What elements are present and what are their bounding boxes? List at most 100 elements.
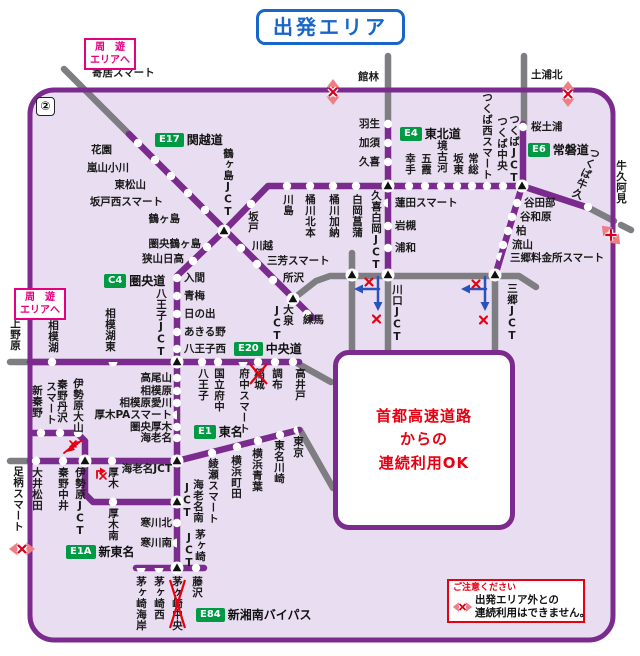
direction-arrowhead bbox=[480, 302, 490, 311]
no-connection-diamond bbox=[561, 81, 575, 90]
ic-dot bbox=[282, 181, 292, 191]
ic-dot bbox=[328, 181, 338, 191]
no-connection-x bbox=[328, 87, 338, 97]
ic-dot bbox=[383, 157, 393, 167]
jct-triangle-icon bbox=[347, 270, 357, 279]
ic-dot bbox=[191, 563, 201, 573]
ic-dot bbox=[252, 259, 262, 269]
ic-dot bbox=[200, 205, 210, 215]
ic-dot bbox=[518, 122, 528, 132]
ic-dot bbox=[232, 442, 242, 452]
loop-area-link-top[interactable]: 周 遊 エリアへ bbox=[84, 38, 136, 70]
jct-triangle-icon bbox=[172, 456, 182, 465]
smart-ic-half-dot bbox=[172, 410, 177, 420]
jct-triangle-icon bbox=[172, 563, 182, 572]
ic-dot bbox=[133, 138, 143, 148]
ic-dot bbox=[383, 221, 393, 231]
ic-dot bbox=[305, 181, 315, 191]
ic-dot bbox=[150, 155, 160, 165]
ic-dot bbox=[166, 171, 176, 181]
ic-dot bbox=[58, 456, 68, 466]
ic-dot bbox=[213, 357, 223, 367]
ic-dot bbox=[467, 181, 477, 191]
ic-dot bbox=[270, 357, 280, 367]
ic-dot bbox=[507, 212, 517, 222]
no-connection-x bbox=[17, 544, 27, 554]
ic-dot bbox=[436, 181, 446, 191]
smart-ic-half-dot bbox=[238, 362, 248, 367]
ic-dot bbox=[268, 275, 278, 285]
prohibited-arrowhead bbox=[100, 467, 106, 475]
no-connection-diamond bbox=[26, 542, 35, 556]
ic-dot bbox=[172, 518, 182, 528]
connector-road bbox=[296, 426, 337, 492]
expressway-road bbox=[81, 457, 181, 506]
smart-ic-half-dot bbox=[136, 568, 146, 573]
loop-area-link-line: 周 遊 bbox=[95, 42, 125, 53]
direction-arrowhead bbox=[354, 284, 363, 294]
ic-dot bbox=[246, 199, 256, 209]
notice-box: ご注意ください 出発エリア外との 連続利用はできません。 bbox=[447, 579, 590, 623]
ic-dot bbox=[482, 181, 492, 191]
ic-dot bbox=[188, 256, 198, 266]
jct-triangle-icon bbox=[80, 456, 90, 465]
smart-ic-half-dot bbox=[293, 425, 300, 435]
prohibited-mark bbox=[69, 440, 77, 448]
ic-dot bbox=[512, 198, 522, 208]
ic-dot bbox=[503, 226, 513, 236]
expressway-road bbox=[518, 182, 593, 212]
ic-dot bbox=[383, 119, 393, 129]
ic-dot bbox=[73, 428, 83, 438]
prohibited-mark bbox=[478, 315, 489, 325]
map-border bbox=[27, 87, 616, 643]
smart-ic-half-dot bbox=[383, 198, 388, 208]
jct-triangle-icon bbox=[172, 357, 182, 366]
ic-dot bbox=[197, 357, 207, 367]
prohibited-mark bbox=[96, 470, 102, 479]
smart-ic-half-dot bbox=[496, 252, 503, 262]
map-number-badge: ② bbox=[36, 97, 55, 116]
ic-dot bbox=[183, 188, 193, 198]
ic-dot bbox=[275, 430, 285, 440]
direction-arrowhead bbox=[373, 302, 383, 311]
ic-dot bbox=[351, 181, 361, 191]
ic-dot bbox=[172, 373, 182, 383]
connector-road bbox=[617, 221, 635, 234]
no-connection-diamond bbox=[326, 79, 340, 88]
connector-road bbox=[585, 204, 618, 225]
ic-dot bbox=[172, 398, 182, 408]
ic-dot bbox=[253, 357, 263, 367]
ic-dot bbox=[31, 456, 41, 466]
jct-triangle-icon bbox=[383, 270, 393, 279]
ic-dot bbox=[452, 181, 462, 191]
ic-dot bbox=[172, 309, 182, 319]
expressway-road bbox=[29, 429, 89, 465]
loop-area-link-left[interactable]: 周 遊 エリアへ bbox=[14, 288, 66, 320]
ic-dot bbox=[236, 243, 246, 253]
prohibited-mark bbox=[471, 279, 481, 289]
ic-dot bbox=[36, 428, 46, 438]
notice-line: 出発エリア外との bbox=[475, 593, 559, 606]
ic-dot bbox=[107, 456, 117, 466]
ic-dot bbox=[207, 448, 217, 458]
smart-ic-half-dot bbox=[108, 362, 118, 367]
prohibited-mark bbox=[364, 277, 374, 287]
ic-dot bbox=[172, 344, 182, 354]
loop-area-link-line: エリアへ bbox=[20, 305, 60, 316]
ic-dot bbox=[253, 436, 263, 446]
ic-dot bbox=[172, 422, 182, 432]
no-connection-icon bbox=[452, 602, 473, 612]
ic-dot bbox=[172, 386, 182, 396]
ic-dot bbox=[404, 181, 414, 191]
jct-triangle-icon bbox=[172, 497, 182, 506]
ic-dot bbox=[288, 357, 298, 367]
jct-triangle-icon bbox=[219, 226, 229, 235]
no-connection-x bbox=[563, 89, 573, 99]
loop-area-link-line: 周 遊 bbox=[25, 292, 55, 303]
center-box-line: からの bbox=[399, 430, 448, 449]
smart-ic-half-dot bbox=[154, 568, 164, 573]
no-connection-diamond bbox=[561, 98, 575, 107]
connector-road bbox=[60, 65, 137, 142]
